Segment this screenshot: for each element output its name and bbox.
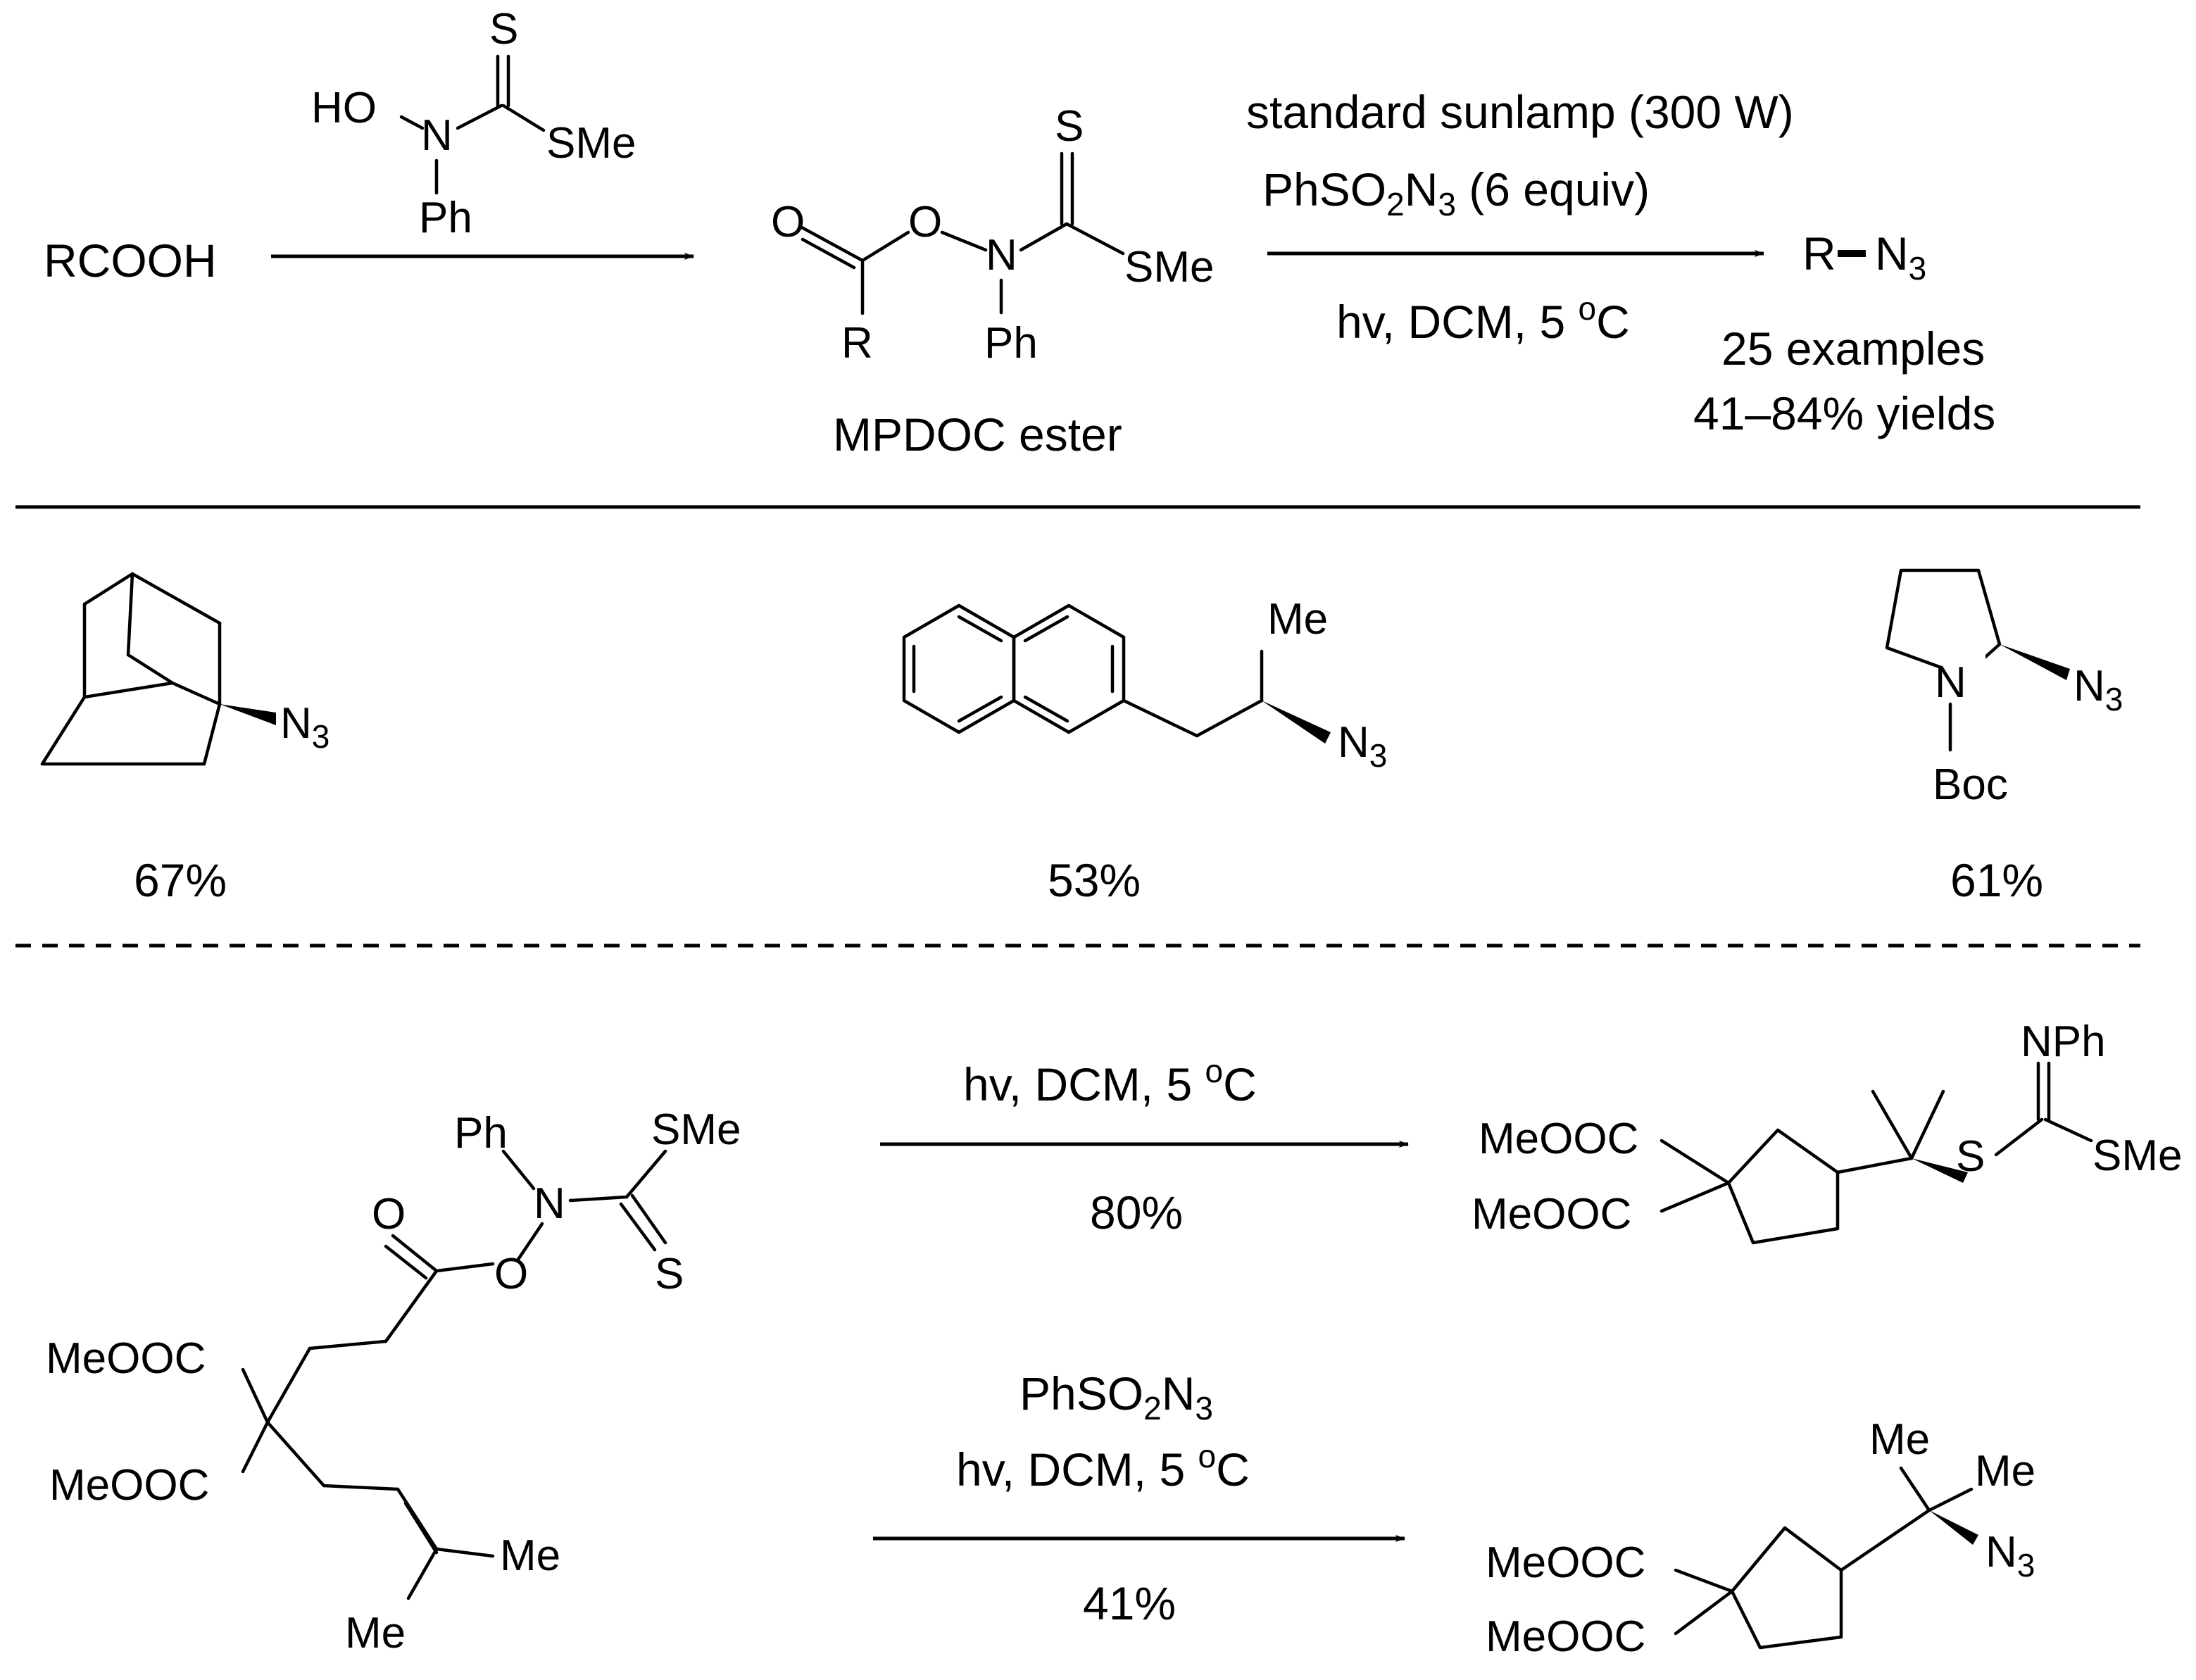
svg-text:SMe: SMe xyxy=(651,1105,741,1154)
mpdoc-ester-structure: O O N S SMe R Ph xyxy=(771,102,1214,368)
svg-text:O: O xyxy=(372,1190,406,1239)
svg-text:PhSO2N3 (6 equiv): PhSO2N3 (6 equiv) xyxy=(1262,163,1650,222)
svg-text:hv, DCM, 5 oC: hv, DCM, 5 oC xyxy=(1336,290,1630,348)
radical-clock-substrate: Ph N SMe O O S MeOOC MeOOC Me Me xyxy=(46,1105,741,1657)
svg-text:N3: N3 xyxy=(1338,718,1387,774)
yield-example-1: 67% xyxy=(134,854,227,906)
svg-text:N3: N3 xyxy=(1875,227,1926,287)
yield-path-a: 80% xyxy=(1090,1186,1183,1239)
svg-text:Me: Me xyxy=(1975,1447,2035,1496)
reactant-rcooh: RCOOH xyxy=(44,234,217,287)
product-cyclized-dithiocarbamate: S NPh SMe MeOOC MeOOC xyxy=(1472,1017,2182,1245)
svg-text:O: O xyxy=(494,1250,528,1298)
examples-count: 25 examples xyxy=(1721,322,1985,375)
atom-s: S xyxy=(489,5,518,54)
atom-sme: SMe xyxy=(2093,1132,2182,1180)
atom-nph: NPh xyxy=(2021,1017,2106,1066)
atom-s: S xyxy=(1055,102,1084,151)
svg-text:Me: Me xyxy=(345,1609,406,1657)
svg-text:R: R xyxy=(1802,227,1836,280)
yield-example-3: 61% xyxy=(1950,854,2043,906)
svg-text:MeOOC: MeOOC xyxy=(1486,1612,1645,1661)
svg-text:Ph: Ph xyxy=(454,1109,508,1158)
svg-text:Me: Me xyxy=(1869,1415,1930,1464)
svg-text:MeOOC: MeOOC xyxy=(1472,1190,1631,1239)
svg-text:Me: Me xyxy=(500,1531,560,1580)
reagent-hydroxy-dithiocarbamate: S HO N SMe Ph xyxy=(311,5,636,242)
svg-text:S: S xyxy=(655,1250,684,1298)
svg-text:N: N xyxy=(534,1179,565,1228)
svg-text:PhSO2N3: PhSO2N3 xyxy=(1019,1367,1213,1427)
svg-text:MeOOC: MeOOC xyxy=(1486,1538,1645,1587)
atom-sme: SMe xyxy=(1124,243,1214,292)
atom-o-carbonyl: O xyxy=(771,198,805,246)
svg-text:Me: Me xyxy=(1267,595,1328,644)
svg-text:Boc: Boc xyxy=(1933,760,2008,809)
svg-text:MeOOC: MeOOC xyxy=(1479,1115,1638,1163)
general-scheme: RCOOH S HO N SMe Ph O O N S SMe R Ph xyxy=(44,5,1995,460)
yield-range: 41–84% yields xyxy=(1693,387,1995,439)
product-alkyl-azide: R N3 xyxy=(1802,227,1926,287)
svg-text:S: S xyxy=(1956,1132,1985,1181)
atom-ph: Ph xyxy=(419,194,472,242)
condition-path-a: hv, DCM, 5 oC xyxy=(963,1053,1257,1110)
condition-path-b-reagent: PhSO2N3 xyxy=(1019,1367,1213,1427)
example-naphthyl-azide: Me N3 xyxy=(902,595,1387,774)
atom-sme: SMe xyxy=(546,119,636,168)
svg-text:hv, DCM, 5 oC: hv, DCM, 5 oC xyxy=(963,1053,1257,1110)
svg-text:N3: N3 xyxy=(280,699,330,755)
atom-n: N xyxy=(421,111,453,160)
svg-text:MeOOC: MeOOC xyxy=(49,1461,209,1510)
example-adamantyl-azide: N3 xyxy=(40,572,330,766)
yield-path-b: 41% xyxy=(1083,1577,1176,1629)
svg-text:hv, DCM, 5 oC: hv, DCM, 5 oC xyxy=(956,1438,1250,1496)
mpdoc-caption: MPDOC ester xyxy=(833,408,1122,460)
atom-n: N xyxy=(986,231,1017,280)
condition-reagent: PhSO2N3 (6 equiv) xyxy=(1262,163,1650,222)
product-cyclized-azide: Me Me N3 MeOOC MeOOC xyxy=(1486,1415,2035,1661)
condition-sunlamp: standard sunlamp (300 W) xyxy=(1246,86,1794,138)
svg-text:MeOOC: MeOOC xyxy=(46,1334,206,1383)
svg-text:N3: N3 xyxy=(1985,1528,2035,1584)
atom-o-ester: O xyxy=(908,198,942,246)
yield-example-2: 53% xyxy=(1048,854,1141,906)
svg-text:N: N xyxy=(1935,658,1966,707)
condition-path-b: hv, DCM, 5 oC xyxy=(956,1438,1250,1496)
atom-ho: HO xyxy=(311,84,377,132)
condition-hv: hv, DCM, 5 oC xyxy=(1336,290,1630,348)
atom-ph: Ph xyxy=(984,319,1038,368)
example-pyrrolidinyl-azide: N Boc N3 xyxy=(1885,568,2123,809)
svg-text:N3: N3 xyxy=(2073,662,2123,717)
atom-r: R xyxy=(841,319,873,368)
